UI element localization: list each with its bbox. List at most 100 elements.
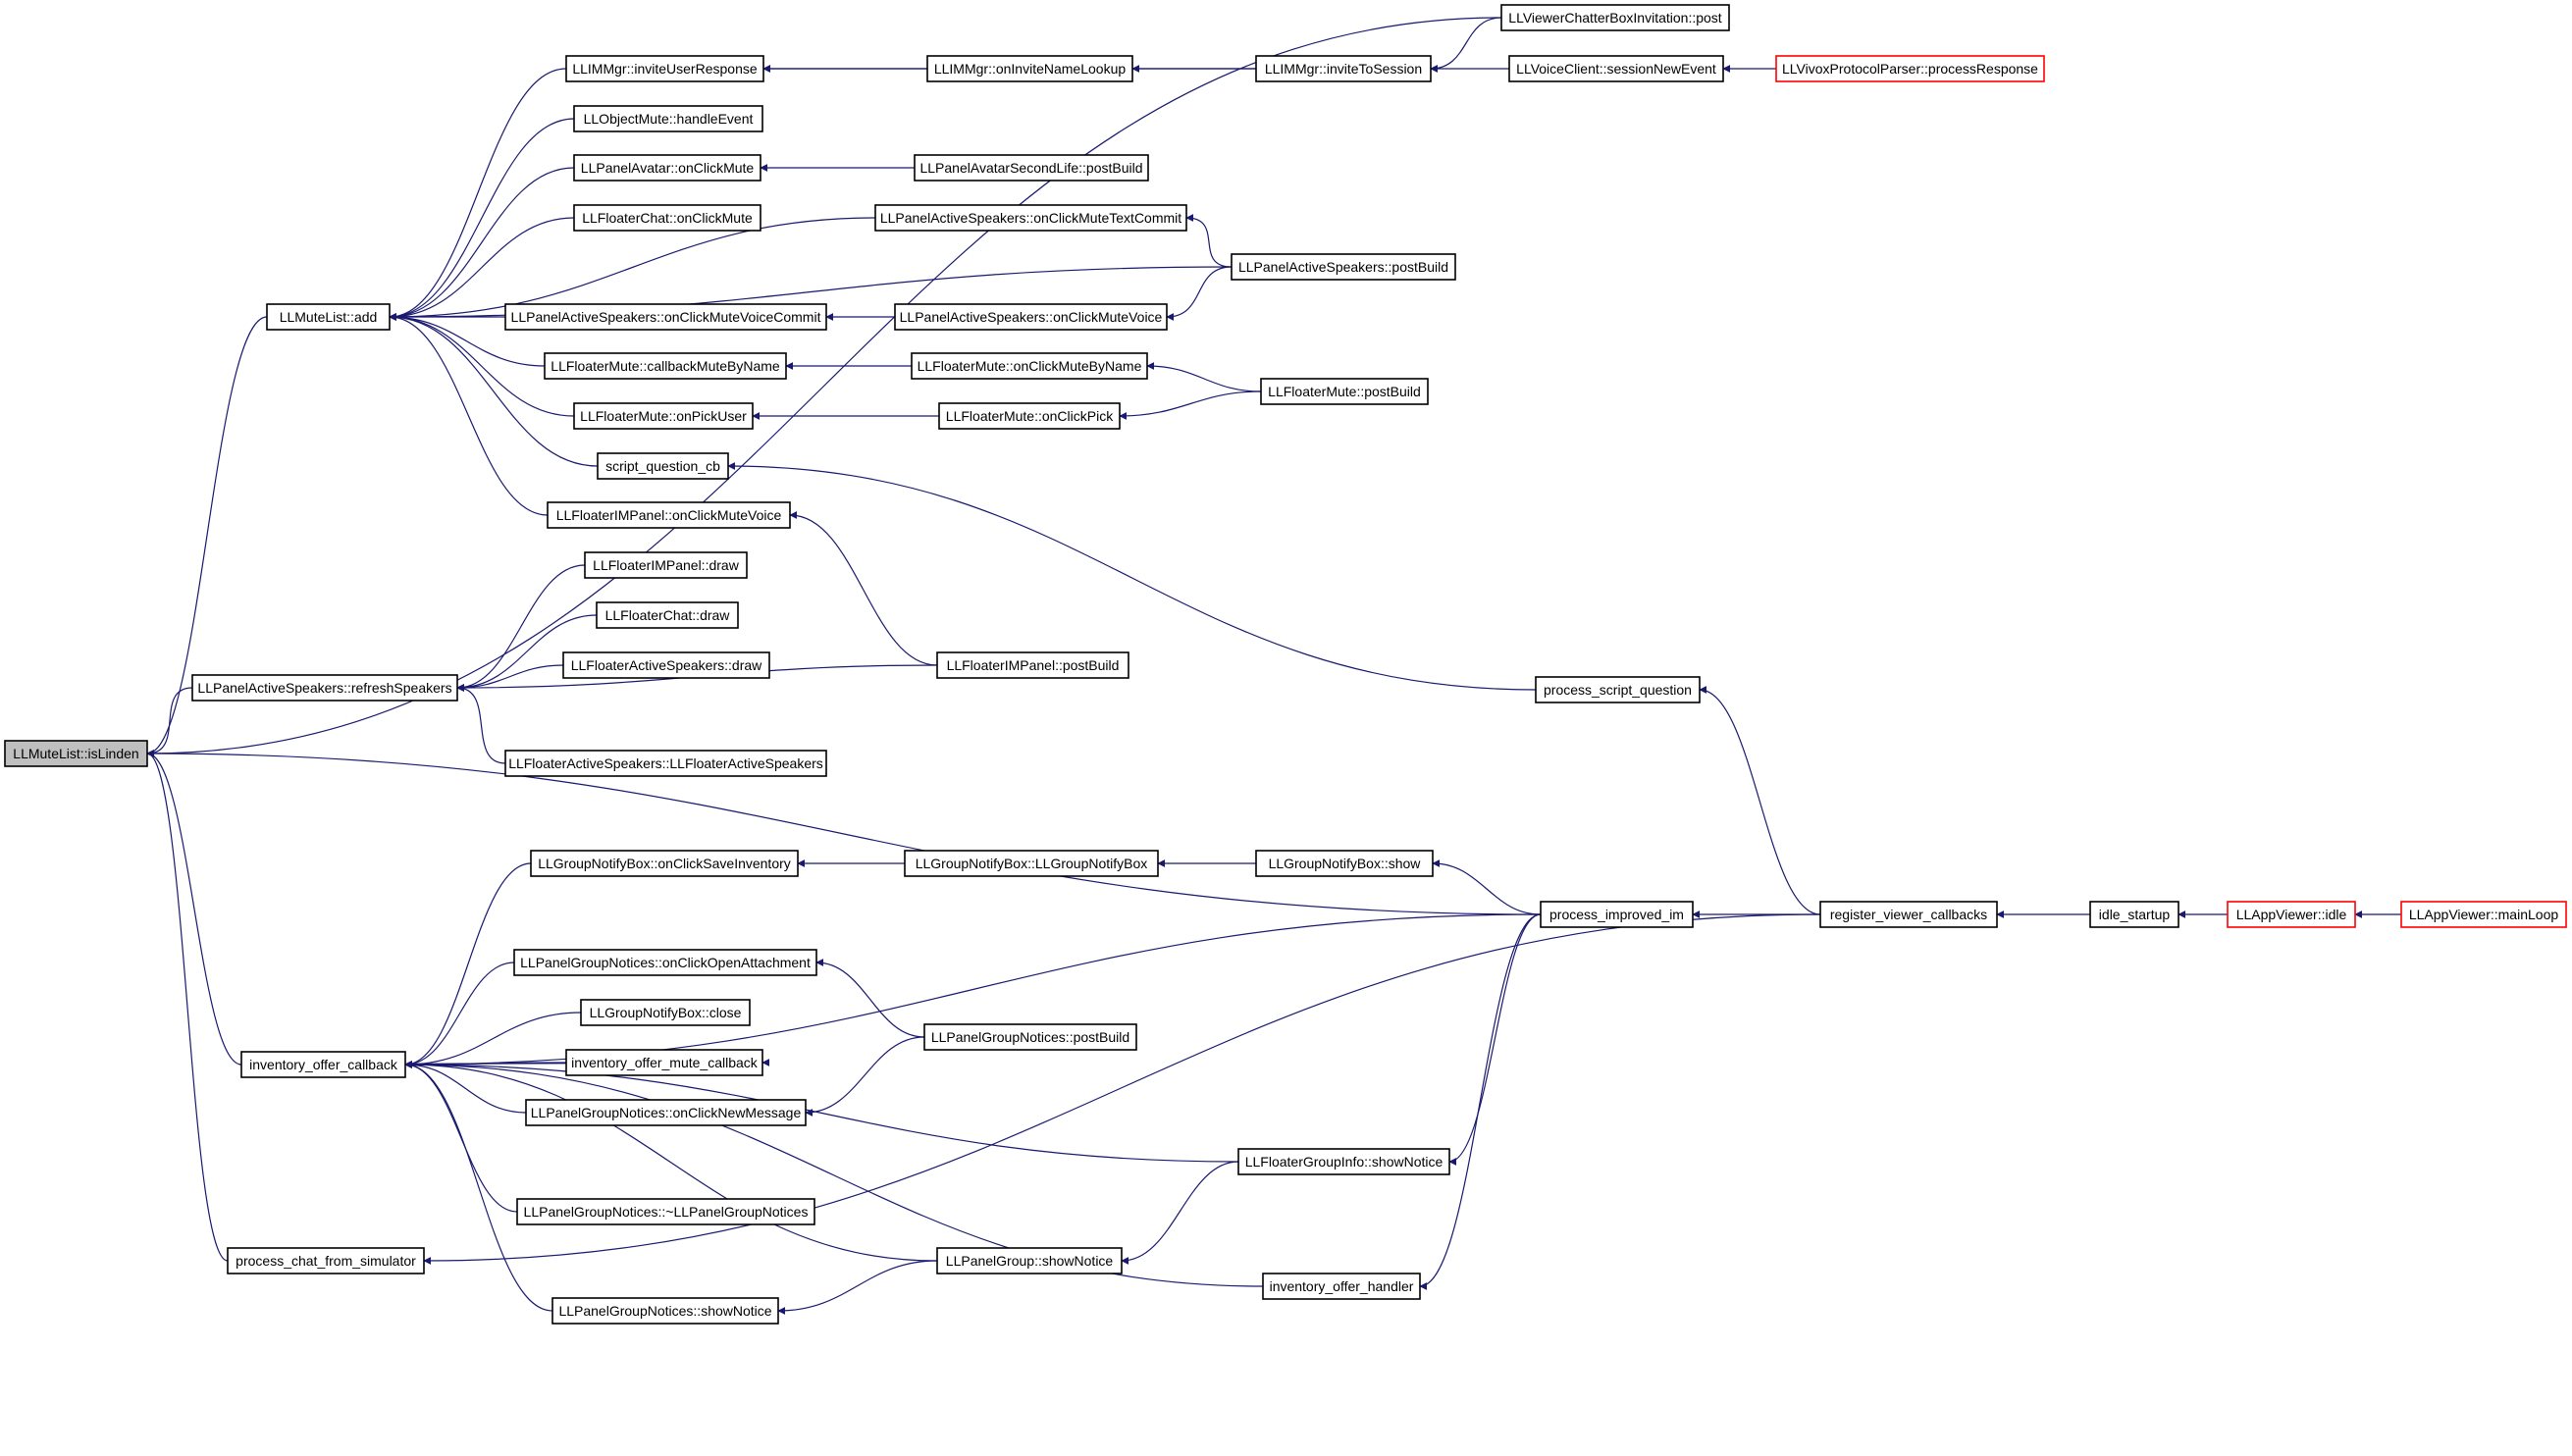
graph-node-fmCbByName[interactable]: LLFloaterMute::callbackMuteByName [544, 352, 787, 380]
edge-invHandler-to-invcb [404, 1061, 1264, 1287]
node-label: LLMuteList::add [280, 309, 378, 325]
edge-procIm-to-fgiShowNotice [1448, 913, 1542, 1166]
graph-node-pgnNewMsg[interactable]: LLPanelGroupNotices::onClickNewMessage [525, 1099, 807, 1126]
graph-node-pasTextCommit[interactable]: LLPanelActiveSpeakers::onClickMuteTextCo… [874, 204, 1187, 232]
node-box [191, 674, 458, 702]
node-box [1535, 676, 1701, 703]
graph-node-inviteToSession[interactable]: LLIMMgr::inviteToSession [1255, 55, 1432, 82]
graph-node-fChatClick[interactable]: LLFloaterChat::onClickMute [573, 204, 761, 232]
node-box [240, 1051, 406, 1078]
graph-node-add[interactable]: LLMuteList::add [266, 303, 391, 331]
node-label: LLFloaterIMPanel::onClickMuteVoice [556, 507, 782, 523]
node-label: LLFloaterActiveSpeakers::LLFloaterActive… [508, 755, 823, 771]
graph-node-pasVoiceCommit[interactable]: LLPanelActiveSpeakers::onClickMuteVoiceC… [504, 303, 827, 331]
graph-node-gnbCtor[interactable]: LLGroupNotifyBox::LLGroupNotifyBox [904, 850, 1159, 877]
graph-node-fmClickPick[interactable]: LLFloaterMute::onClickPick [938, 402, 1121, 430]
node-box [573, 105, 763, 132]
node-label: LLPanelGroupNotices::onClickOpenAttachme… [520, 955, 811, 970]
node-box [596, 601, 739, 629]
graph-node-invHandler[interactable]: inventory_offer_handler [1262, 1273, 1421, 1300]
graph-node-pgnOpenAtt[interactable]: LLPanelGroupNotices::onClickOpenAttachme… [513, 949, 817, 976]
graph-node-appLoop[interactable]: LLAppViewer::mainLoop [2400, 901, 2567, 928]
graph-node-refresh[interactable]: LLPanelActiveSpeakers::refreshSpeakers [191, 674, 458, 702]
graph-node-fimDraw[interactable]: LLFloaterIMPanel::draw [584, 551, 748, 579]
graph-node-voiceNew[interactable]: LLVoiceClient::sessionNewEvent [1508, 55, 1724, 82]
graph-node-fgiShowNotice[interactable]: LLFloaterGroupInfo::showNotice [1237, 1148, 1450, 1175]
graph-node-pavslPost[interactable]: LLPanelAvatarSecondLife::postBuild [914, 154, 1149, 182]
edges-layer [146, 17, 2401, 1315]
node-box [1255, 850, 1434, 877]
node-label: LLFloaterActiveSpeakers::draw [571, 657, 762, 673]
edge-fimMuteVoice-to-add [389, 313, 549, 516]
graph-node-vivox[interactable]: LLVivoxProtocolParser::processResponse [1775, 55, 2045, 82]
edge-fimPost-to-fimMuteVoice [789, 511, 938, 666]
node-label: LLFloaterMute::callbackMuteByName [551, 358, 780, 374]
graph-node-onInviteName[interactable]: LLIMMgr::onInviteNameLookup [926, 55, 1133, 82]
node-label: LLGroupNotifyBox::close [590, 1005, 742, 1020]
graph-node-scriptQ[interactable]: script_question_cb [597, 452, 729, 480]
node-box [597, 452, 729, 480]
edge-pgnPost-to-pgnOpenAtt [815, 959, 925, 1038]
graph-node-pgnPost[interactable]: LLPanelGroupNotices::postBuild [923, 1023, 1137, 1051]
edge-fasCtor-to-refresh [456, 684, 506, 764]
node-box [4, 740, 148, 767]
node-box [894, 303, 1168, 331]
graph-node-fchatDraw[interactable]: LLFloaterChat::draw [596, 601, 739, 629]
graph-node-isLinden[interactable]: LLMuteList::isLinden [4, 740, 148, 767]
graph-node-pgnDtor[interactable]: LLPanelGroupNotices::~LLPanelGroupNotice… [516, 1198, 815, 1225]
edge-pgnOpenAtt-to-invcb [404, 962, 515, 1068]
graph-node-gnbClose[interactable]: LLGroupNotifyBox::close [580, 999, 751, 1026]
node-box [1508, 55, 1724, 82]
node-box [504, 750, 827, 777]
graph-node-fasCtor[interactable]: LLFloaterActiveSpeakers::LLFloaterActive… [504, 750, 827, 777]
graph-node-gnbShow[interactable]: LLGroupNotifyBox::show [1255, 850, 1434, 877]
node-label: LLPanelGroupNotices::onClickNewMessage [531, 1105, 802, 1120]
graph-node-pgnShowNotice[interactable]: LLPanelGroupNotices::showNotice [551, 1297, 779, 1325]
graph-node-regCb[interactable]: register_viewer_callbacks [1819, 901, 1998, 928]
node-label: LLFloaterIMPanel::draw [593, 557, 740, 573]
graph-node-pasClickVoice[interactable]: LLPanelActiveSpeakers::onClickMuteVoice [894, 303, 1168, 331]
node-label: LLPanelGroupNotices::showNotice [558, 1303, 771, 1319]
node-label: LLIMMgr::inviteToSession [1265, 61, 1422, 77]
graph-node-pgShowNotice[interactable]: LLPanelGroup::showNotice [936, 1247, 1123, 1274]
graph-node-fmPost[interactable]: LLFloaterMute::postBuild [1260, 378, 1429, 405]
graph-node-invMuteCb[interactable]: inventory_offer_mute_callback [565, 1049, 763, 1076]
node-box [2400, 901, 2567, 928]
graph-node-appIdle[interactable]: LLAppViewer::idle [2227, 901, 2356, 928]
node-label: register_viewer_callbacks [1830, 907, 1987, 922]
node-box [544, 352, 787, 380]
node-label: inventory_offer_mute_callback [571, 1055, 759, 1070]
graph-node-chatsim[interactable]: process_chat_from_simulator [227, 1247, 425, 1274]
graph-node-procScriptQ[interactable]: process_script_question [1535, 676, 1701, 703]
graph-node-invcb[interactable]: inventory_offer_callback [240, 1051, 406, 1078]
graph-node-procIm[interactable]: process_improved_im [1540, 901, 1694, 928]
edge-refresh-to-isLinden [146, 687, 193, 757]
graph-node-fmPickUser[interactable]: LLFloaterMute::onPickUser [573, 402, 754, 430]
graph-node-vcbPost[interactable]: LLViewerChatterBoxInvitation::post [1500, 4, 1730, 31]
graph-node-fimPost[interactable]: LLFloaterIMPanel::postBuild [936, 651, 1129, 679]
graph-node-fimMuteVoice[interactable]: LLFloaterIMPanel::onClickMuteVoice [547, 501, 791, 529]
edge-invUserResp-to-add [389, 68, 567, 321]
graph-node-gnbSaveInv[interactable]: LLGroupNotifyBox::onClickSaveInventory [530, 850, 799, 877]
node-box [1500, 4, 1730, 31]
edge-pgShowNotice-to-invcb [404, 1061, 938, 1262]
node-box [547, 501, 791, 529]
node-label: LLFloaterIMPanel::postBuild [947, 657, 1120, 673]
edge-fmCbByName-to-add [389, 313, 546, 367]
node-box [573, 154, 761, 182]
edge-fmPickUser-to-add [389, 313, 575, 417]
edge-gnbSaveInv-to-invcb [404, 862, 532, 1068]
node-label: LLPanelGroupNotices::~LLPanelGroupNotice… [524, 1204, 809, 1220]
graph-node-pasPost[interactable]: LLPanelActiveSpeakers::postBuild [1231, 253, 1456, 281]
node-box [562, 651, 770, 679]
graph-node-objMute[interactable]: LLObjectMute::handleEvent [573, 105, 763, 132]
graph-node-pAvClick[interactable]: LLPanelAvatar::onClickMute [573, 154, 761, 182]
node-box [565, 1049, 763, 1076]
graph-node-invUserResp[interactable]: LLIMMgr::inviteUserResponse [565, 55, 764, 82]
graph-node-fmClickByName[interactable]: LLFloaterMute::onClickMuteByName [911, 352, 1148, 380]
graph-node-idleStartup[interactable]: idle_startup [2089, 901, 2179, 928]
graph-node-fasDraw[interactable]: LLFloaterActiveSpeakers::draw [562, 651, 770, 679]
node-box [936, 651, 1129, 679]
node-label: LLPanelActiveSpeakers::onClickMuteTextCo… [880, 210, 1181, 226]
node-box [904, 850, 1159, 877]
